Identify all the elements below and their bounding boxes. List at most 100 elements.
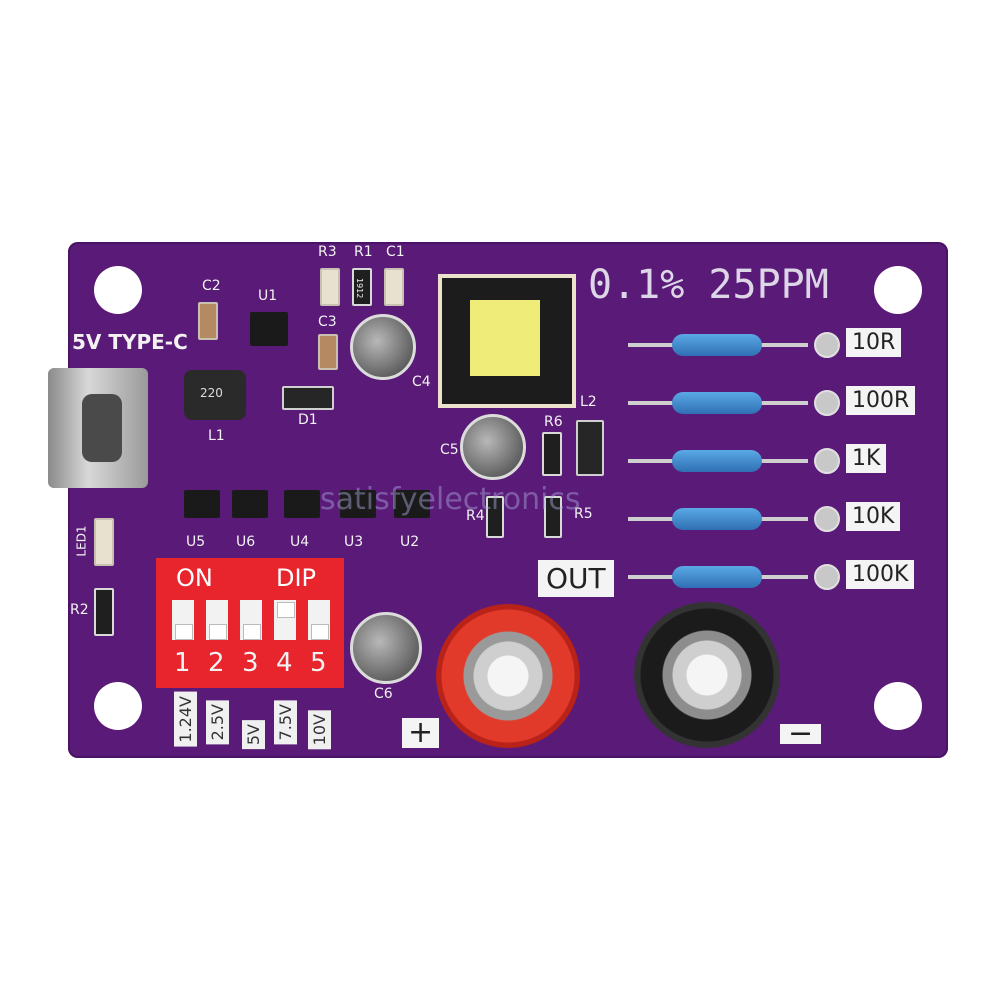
capacitor-c5 <box>460 414 526 480</box>
transformer <box>438 274 576 408</box>
dip-number-2: 2 <box>208 648 225 678</box>
capacitor-c6 <box>350 612 422 684</box>
capacitor-c2 <box>198 302 218 340</box>
ic-u1 <box>250 312 288 346</box>
capacitor-c1 <box>384 268 404 306</box>
inductor-l1-marking: 220 <box>200 386 223 400</box>
resistor-r6 <box>542 432 562 476</box>
pcb-board: 0.1% 25PPM 5V TYPE-C R3 R1 C1 1912 C2 U1… <box>48 242 948 758</box>
board-title: 0.1% 25PPM <box>588 262 829 308</box>
resistor-body <box>672 392 762 414</box>
resistor-r3 <box>320 268 340 306</box>
dip-switch: ON DIP 1 2 3 4 5 <box>156 558 344 688</box>
resistor-pad <box>814 448 840 474</box>
label-l2: L2 <box>580 394 597 410</box>
dip-switch-4[interactable] <box>274 600 296 640</box>
resistor-row-10k: 10K <box>628 502 928 534</box>
negative-terminal[interactable] <box>634 602 780 748</box>
label-c5: C5 <box>440 442 459 458</box>
transformer-core <box>470 300 540 376</box>
resistor-label-10r: 10R <box>846 328 902 357</box>
resistor-row-100r: 100R <box>628 386 928 418</box>
dip-switch-3[interactable] <box>240 600 262 640</box>
resistor-body <box>672 334 762 356</box>
watermark: satisfyelectronics <box>320 482 581 517</box>
label-u4: U4 <box>290 534 310 550</box>
voltage-label-1: 1.24V <box>174 692 197 747</box>
resistor-body <box>672 508 762 530</box>
resistor-pad <box>814 332 840 358</box>
label-c4: C4 <box>412 374 431 390</box>
out-label: OUT <box>538 560 614 597</box>
label-c2: C2 <box>202 278 221 294</box>
dip-switch-1[interactable] <box>172 600 194 640</box>
resistor-body <box>672 450 762 472</box>
inductor-l1: 220 <box>184 370 246 420</box>
label-u1: U1 <box>258 288 278 304</box>
label-r5: R5 <box>574 506 593 522</box>
dip-knob-4 <box>277 602 295 618</box>
resistor-row-1k: 1K <box>628 444 928 476</box>
capacitor-c4 <box>350 314 416 380</box>
led1 <box>94 518 114 566</box>
resistor-r5 <box>544 496 562 538</box>
mounting-hole-bottom-right <box>874 682 922 730</box>
resistor-r4 <box>486 496 504 538</box>
diode-d1 <box>282 386 334 410</box>
ic-u3 <box>340 490 376 518</box>
dip-label: DIP <box>276 564 317 592</box>
dip-number-4: 4 <box>276 648 293 678</box>
inductor-l2 <box>576 420 604 476</box>
resistor-label-1k: 1K <box>846 444 887 473</box>
mounting-hole-top-left <box>94 266 142 314</box>
label-r3: R3 <box>318 244 337 260</box>
dip-number-1: 1 <box>174 648 191 678</box>
resistor-r2 <box>94 588 114 636</box>
plus-label: + <box>402 718 440 748</box>
resistor-label-100k: 100K <box>846 560 915 589</box>
voltage-label-2: 2.5V <box>206 700 229 745</box>
r1-marking: 1912 <box>355 278 364 299</box>
resistor-label-100r: 100R <box>846 386 916 415</box>
dip-number-3: 3 <box>242 648 259 678</box>
label-d1: D1 <box>298 412 318 428</box>
label-r4: R4 <box>466 508 485 524</box>
ic-u4 <box>284 490 320 518</box>
dip-switch-5[interactable] <box>308 600 330 640</box>
label-c1: C1 <box>386 244 405 260</box>
dip-knob-5 <box>311 624 329 640</box>
resistor-pad <box>814 506 840 532</box>
label-r2: R2 <box>70 602 89 618</box>
resistor-row-100k: 100K <box>628 560 928 592</box>
voltage-label-5: 10V <box>308 710 331 750</box>
resistor-pad <box>814 390 840 416</box>
resistor-r1: 1912 <box>352 268 372 306</box>
dip-number-5: 5 <box>310 648 327 678</box>
dip-knob-2 <box>209 624 227 640</box>
minus-label: − <box>780 719 822 749</box>
label-l1: L1 <box>208 428 225 444</box>
ic-u2 <box>394 490 430 518</box>
usb-port-opening <box>82 394 122 462</box>
usb-c-connector[interactable] <box>48 368 148 488</box>
label-c3: C3 <box>318 314 337 330</box>
resistor-body <box>672 566 762 588</box>
resistor-pad <box>814 564 840 590</box>
positive-terminal[interactable] <box>436 604 580 748</box>
ic-u6 <box>232 490 268 518</box>
usb-label: 5V TYPE-C <box>72 330 188 354</box>
label-r6: R6 <box>544 414 563 430</box>
dip-on-label: ON <box>176 564 213 592</box>
dip-knob-1 <box>175 624 193 640</box>
label-u5: U5 <box>186 534 206 550</box>
mounting-hole-top-right <box>874 266 922 314</box>
label-u3: U3 <box>344 534 364 550</box>
label-led1: LED1 <box>74 525 89 557</box>
resistor-label-10k: 10K <box>846 502 901 531</box>
dip-switch-2[interactable] <box>206 600 228 640</box>
voltage-label-3: 5V <box>242 720 265 750</box>
label-r1: R1 <box>354 244 373 260</box>
mounting-hole-bottom-left <box>94 682 142 730</box>
voltage-label-4: 7.5V <box>274 700 297 745</box>
label-u2: U2 <box>400 534 420 550</box>
